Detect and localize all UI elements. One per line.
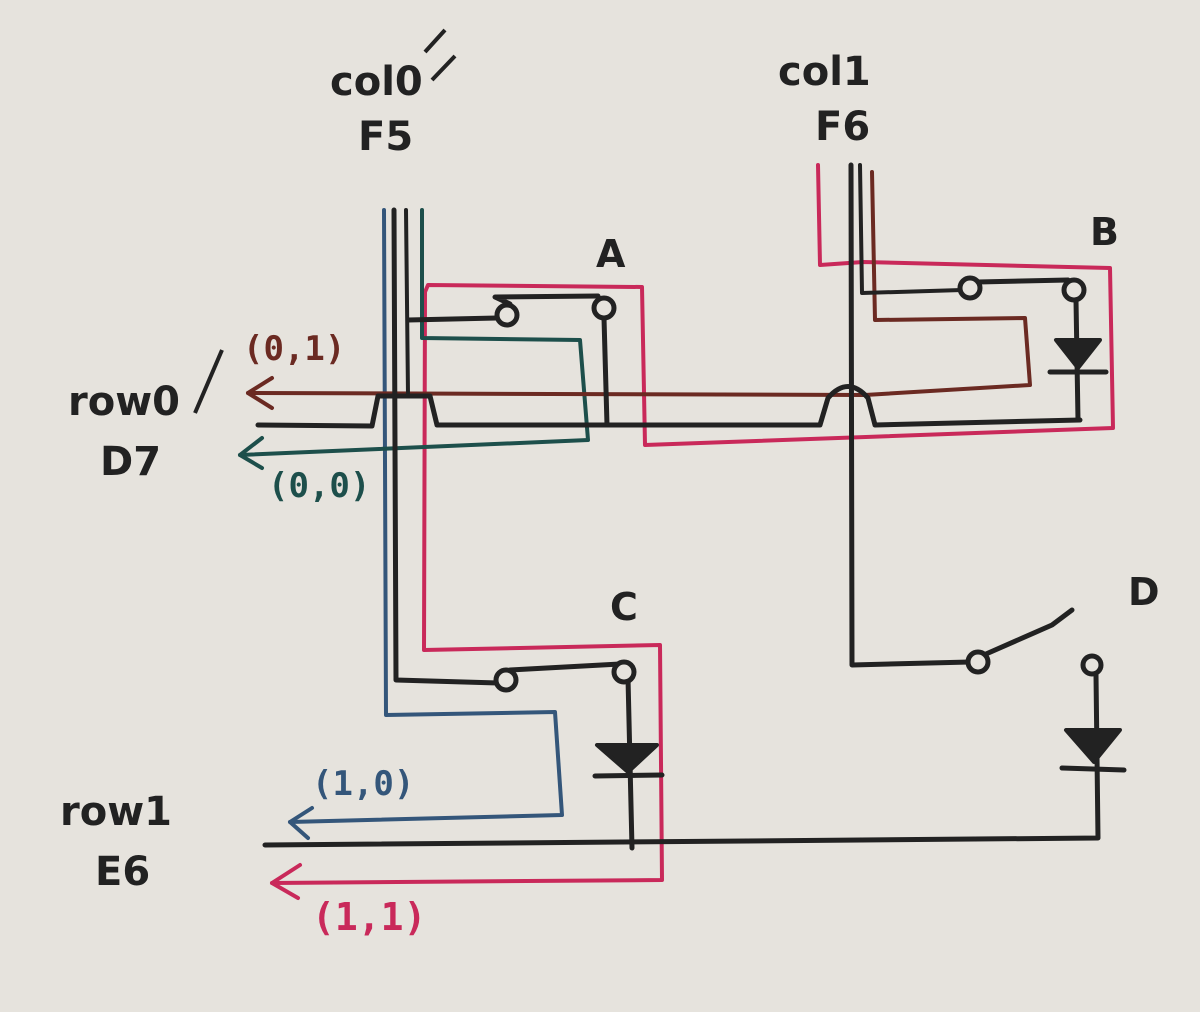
- switch-a-lever: [492, 293, 601, 307]
- switch-c-diode: [595, 743, 659, 774]
- switch-a-contact-right: [591, 295, 617, 321]
- switch-c-contact-right: [611, 659, 637, 685]
- switch-d-contact-right: [1080, 653, 1104, 677]
- path-01-label: (0,1): [243, 329, 345, 369]
- switch-d-lever: [983, 607, 1075, 657]
- switch-c-label: C: [610, 585, 638, 629]
- col1-pin: F6: [815, 104, 870, 150]
- col0-strike: [423, 28, 457, 82]
- col1-wire-2: [858, 163, 964, 295]
- col0-to-switch-a: [405, 315, 500, 323]
- switch-a-contact-left: [494, 302, 520, 328]
- row0-pin: D7: [100, 439, 161, 485]
- path-00-arrowhead: [238, 436, 264, 470]
- path-01-arrowhead: [246, 376, 274, 410]
- col0-wire: [391, 207, 501, 686]
- switch-d-diode: [1064, 728, 1122, 764]
- path-11-trace: [423, 163, 1115, 447]
- switch-d-label: D: [1128, 570, 1160, 614]
- switch-d-diode-bar: [1059, 765, 1127, 773]
- switch-c-lever: [507, 661, 623, 673]
- row1-label: row1: [60, 789, 172, 835]
- path-00-trace: [238, 208, 590, 457]
- col1-wire: [848, 162, 973, 668]
- switch-b-label: B: [1090, 210, 1119, 254]
- path-11-trace-lower: [270, 290, 664, 885]
- path-10-label: (1,0): [312, 764, 414, 804]
- switch-a-drop: [601, 315, 610, 428]
- row0-wire: [255, 384, 1083, 429]
- switch-b-contact-left: [957, 275, 983, 301]
- path-11-label: (1,1): [312, 895, 426, 939]
- col0-label: col0: [330, 59, 423, 105]
- path-00-label: (0,0): [268, 466, 370, 506]
- switch-a: [492, 293, 617, 328]
- switch-b-lever: [975, 277, 1071, 285]
- path-01-trace: [246, 170, 1032, 397]
- switch-d-contact-left: [965, 649, 991, 675]
- switch-b-diode: [1054, 338, 1102, 370]
- switch-b: [957, 275, 1109, 375]
- switch-c: [493, 659, 665, 779]
- row0-label: row0: [68, 379, 180, 425]
- row1-pin: E6: [95, 849, 150, 895]
- col0-wire-2: [404, 208, 410, 397]
- path-10-arrowhead: [288, 806, 314, 840]
- switch-d: [965, 607, 1127, 773]
- switch-c-diode-bar: [592, 772, 665, 779]
- col1-label: col1: [778, 49, 871, 95]
- switch-b-contact-right: [1061, 277, 1087, 303]
- path-10-trace: [288, 208, 564, 824]
- path-11-arrowhead: [270, 863, 302, 900]
- row0-strike: [193, 349, 224, 414]
- switch-a-label: A: [596, 232, 626, 276]
- col0-pin: F5: [358, 114, 413, 160]
- switch-c-contact-left: [493, 667, 519, 693]
